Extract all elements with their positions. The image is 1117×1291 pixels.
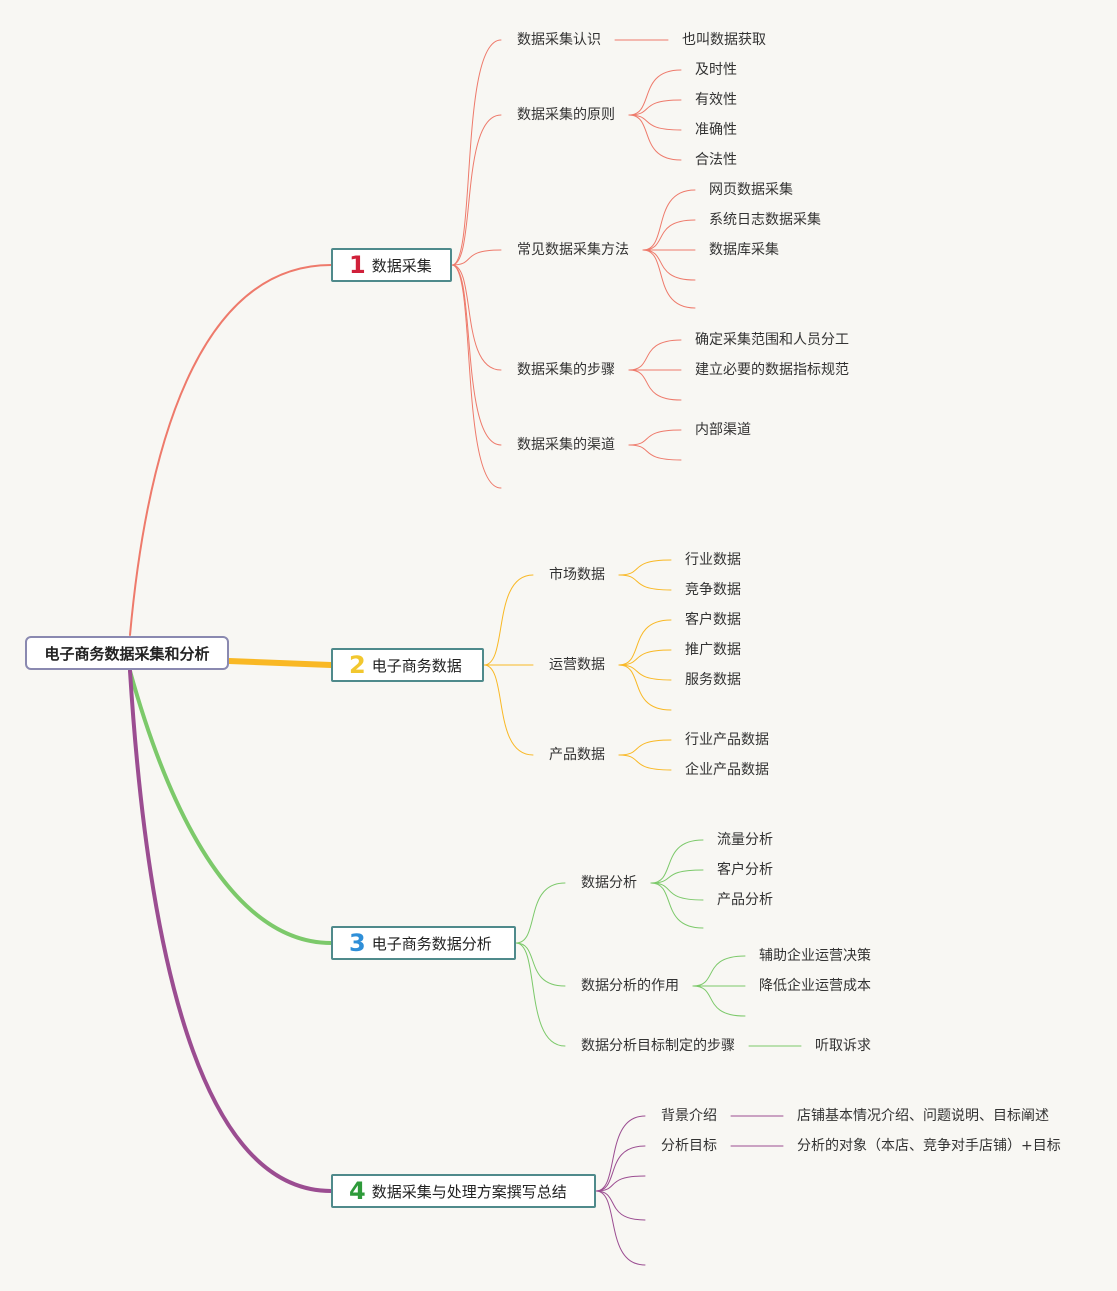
subtopic-connector (515, 942, 566, 1047)
leaf-connector (628, 99, 682, 116)
branch-title: 电子商务数据 (371, 656, 462, 675)
root-topic[interactable]: 电子商务数据采集和分析 (25, 636, 229, 670)
subtopic-connector (451, 264, 502, 489)
subtopic-connector (515, 942, 566, 987)
subtopic-connector (595, 1145, 646, 1192)
leaf-label[interactable]: 及时性 (695, 62, 737, 78)
subtopic-connector (515, 882, 566, 944)
leaf-connector (650, 869, 704, 884)
root-branch-connector (128, 669, 333, 945)
leaf-connector (692, 985, 746, 1017)
leaf-label[interactable]: 客户分析 (717, 862, 773, 878)
subtopic-label[interactable]: 常见数据采集方法 (517, 242, 629, 258)
leaf-connector (650, 882, 704, 901)
root-branch-connector (226, 658, 334, 668)
leaf-connector (642, 249, 696, 309)
leaf-label[interactable]: 系统日志数据采集 (709, 212, 821, 228)
branch-number-icon: 1 (349, 251, 366, 279)
leaf-connector (642, 189, 696, 251)
leaf-connector (628, 429, 682, 446)
subtopic-connector (595, 1115, 646, 1192)
leaf-label[interactable]: 建立必要的数据指标规范 (695, 362, 849, 378)
branch-number-icon: 4 (349, 1177, 366, 1205)
subtopic-connector (451, 39, 502, 266)
leaf-label[interactable]: 降低企业运营成本 (759, 978, 871, 994)
leaf-connector (618, 739, 672, 756)
subtopic-label[interactable]: 数据分析的作用 (581, 978, 679, 994)
leaf-connector (618, 574, 672, 591)
branch-topic[interactable]: 1 数据采集 (331, 248, 452, 282)
subtopic-label[interactable]: 运营数据 (549, 657, 605, 673)
leaf-label[interactable]: 服务数据 (685, 672, 741, 688)
leaf-label[interactable]: 也叫数据获取 (682, 32, 766, 48)
leaf-connector (642, 219, 696, 251)
subtopic-label[interactable]: 数据采集的渠道 (517, 437, 615, 453)
leaf-connector (618, 754, 672, 771)
leaf-label[interactable]: 合法性 (695, 152, 737, 168)
subtopic-connector (595, 1190, 646, 1266)
branch-number-icon: 3 (349, 929, 366, 957)
leaf-connector (650, 882, 704, 929)
branch-topic[interactable]: 4 数据采集与处理方案撰写总结 (331, 1174, 596, 1208)
branch-title: 数据采集与处理方案撰写总结 (371, 1182, 567, 1201)
leaf-connector (628, 69, 682, 116)
branch-title: 电子商务数据分析 (371, 934, 492, 953)
subtopic-label[interactable]: 分析目标 (661, 1138, 717, 1154)
subtopic-connector (595, 1190, 646, 1221)
subtopic-label[interactable]: 数据采集的步骤 (517, 362, 615, 378)
subtopic-connector (451, 264, 502, 371)
leaf-connector (618, 664, 672, 681)
leaf-label[interactable]: 确定采集范围和人员分工 (695, 332, 849, 348)
leaf-label[interactable]: 数据库采集 (709, 242, 779, 258)
subtopic-label[interactable]: 数据分析目标制定的步骤 (581, 1038, 735, 1054)
leaf-label[interactable]: 店铺基本情况介绍、问题说明、目标阐述 (797, 1108, 1049, 1124)
leaf-label[interactable]: 内部渠道 (695, 422, 751, 438)
leaf-connector (628, 114, 682, 131)
subtopic-connector (483, 664, 534, 756)
leaf-connector (642, 249, 696, 281)
subtopic-label[interactable]: 数据采集的原则 (517, 107, 615, 123)
leaf-label[interactable]: 产品分析 (717, 892, 773, 908)
subtopic-label[interactable]: 市场数据 (549, 567, 605, 583)
leaf-label[interactable]: 有效性 (695, 92, 737, 108)
leaf-connector (618, 649, 672, 666)
leaf-label[interactable]: 行业产品数据 (685, 732, 769, 748)
branch-title: 数据采集 (371, 256, 432, 275)
root-branch-connector (128, 669, 333, 1193)
subtopic-label[interactable]: 背景介绍 (661, 1108, 717, 1124)
leaf-connector (618, 559, 672, 576)
subtopic-connector (451, 249, 502, 266)
subtopic-connector (595, 1175, 646, 1192)
branch-number-icon: 2 (349, 651, 366, 679)
leaf-connector (650, 839, 704, 884)
root-branch-connector (129, 264, 332, 636)
leaf-label[interactable]: 客户数据 (685, 612, 741, 628)
leaf-label[interactable]: 行业数据 (685, 552, 741, 568)
leaf-label[interactable]: 推广数据 (685, 642, 741, 658)
branch-topic[interactable]: 2 电子商务数据 (331, 648, 484, 682)
leaf-label[interactable]: 竞争数据 (685, 582, 741, 598)
leaf-label[interactable]: 流量分析 (717, 832, 773, 848)
leaf-label[interactable]: 分析的对象（本店、竞争对手店铺）+目标 (797, 1138, 1061, 1154)
leaf-connector (628, 369, 682, 401)
leaf-connector (628, 339, 682, 371)
leaf-connector (628, 114, 682, 161)
leaf-label[interactable]: 企业产品数据 (685, 762, 769, 778)
subtopic-connector (451, 114, 502, 266)
leaf-label[interactable]: 网页数据采集 (709, 182, 793, 198)
leaf-connector (618, 619, 672, 666)
subtopic-label[interactable]: 数据分析 (581, 875, 637, 891)
leaf-connector (618, 664, 672, 711)
leaf-label[interactable]: 辅助企业运营决策 (759, 948, 871, 964)
subtopic-label[interactable]: 产品数据 (549, 747, 605, 763)
leaf-connector (628, 444, 682, 461)
subtopic-connector (451, 264, 502, 446)
subtopic-label[interactable]: 数据采集认识 (517, 32, 601, 48)
leaf-label[interactable]: 准确性 (695, 122, 737, 138)
leaf-connector (692, 955, 746, 987)
subtopic-connector (483, 574, 534, 666)
branch-topic[interactable]: 3 电子商务数据分析 (331, 926, 516, 960)
leaf-label[interactable]: 听取诉求 (815, 1038, 871, 1054)
